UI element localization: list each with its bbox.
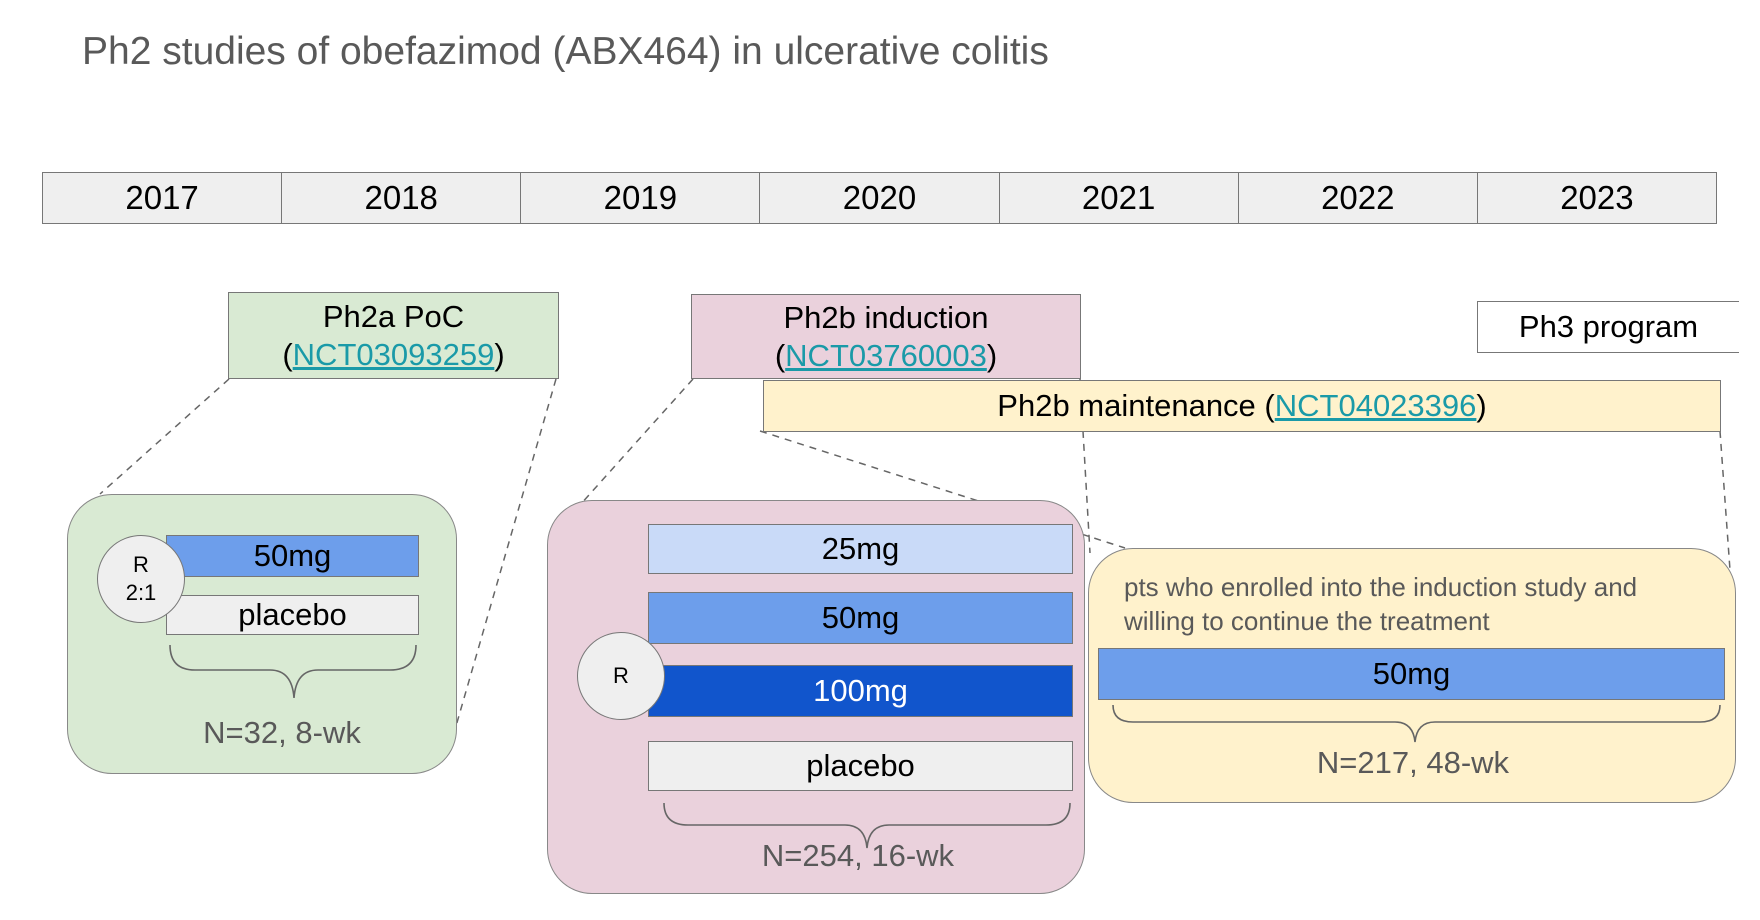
sample-size-label: N=217, 48-wk [1316, 745, 1510, 780]
randomization-circle: R [577, 632, 665, 720]
arm-bar-placebo: placebo [166, 595, 419, 635]
page-title: Ph2 studies of obefazimod (ABX464) in ul… [82, 30, 1049, 73]
paren-close: ) [494, 336, 505, 372]
arm-bar-50mg: 50mg [166, 535, 419, 577]
study-name: Ph2b maintenance ( [997, 388, 1275, 423]
randomization-circle: R 2:1 [97, 535, 185, 623]
paren-close: ) [1476, 388, 1487, 423]
study-ph2b-induction: Ph2b induction (NCT03760003) [691, 294, 1081, 379]
arm-bar-25mg: 25mg [648, 524, 1073, 574]
connector-line [99, 378, 230, 495]
year-cell: 2018 [282, 173, 522, 223]
sample-size-label: N=254, 16-wk [761, 838, 955, 873]
arm-bar-placebo: placebo [648, 741, 1073, 791]
connector-line [1719, 430, 1731, 571]
year-cell: 2022 [1239, 173, 1478, 223]
year-cell: 2020 [760, 173, 1000, 223]
rand-ratio: 2:1 [125, 580, 157, 605]
nct-link-ph2a[interactable]: NCT03093259 [292, 336, 495, 372]
study-name: Ph3 program [1518, 309, 1699, 344]
rand-label: R [133, 552, 149, 577]
study-ph3-program: Ph3 program [1477, 301, 1739, 353]
rand-label: R [613, 663, 629, 688]
study-name: Ph2b induction [783, 299, 989, 335]
arm-bar-50mg: 50mg [648, 592, 1073, 644]
sample-size-label: N=32, 8-wk [203, 715, 361, 750]
nct-link-induction[interactable]: NCT03760003 [785, 337, 987, 373]
study-ph2a-poc: Ph2a PoC (NCT03093259) [228, 292, 559, 379]
connector-line [455, 378, 557, 727]
connector-line [579, 378, 694, 506]
study-ph2b-maintenance: Ph2b maintenance (NCT04023396) [763, 380, 1721, 432]
nct-link-maintenance[interactable]: NCT04023396 [1274, 388, 1477, 423]
enrollment-note: pts who enrolled into the induction stud… [1124, 572, 1638, 636]
arm-bar-100mg: 100mg [648, 665, 1073, 717]
paren-open: ( [774, 337, 786, 373]
study-name: Ph2a PoC [322, 298, 465, 334]
year-cell: 2023 [1560, 179, 1634, 216]
year-cell: 2021 [1000, 173, 1239, 223]
paren-open: ( [282, 336, 293, 372]
paren-close: ) [986, 337, 998, 373]
timeline-bar: 2017 2018 2019 2020 2021 2022 2023 [42, 172, 1717, 224]
arm-bar-50mg: 50mg [1098, 648, 1725, 700]
year-cell: 2017 [43, 173, 283, 223]
year-cell: 2019 [521, 173, 761, 223]
